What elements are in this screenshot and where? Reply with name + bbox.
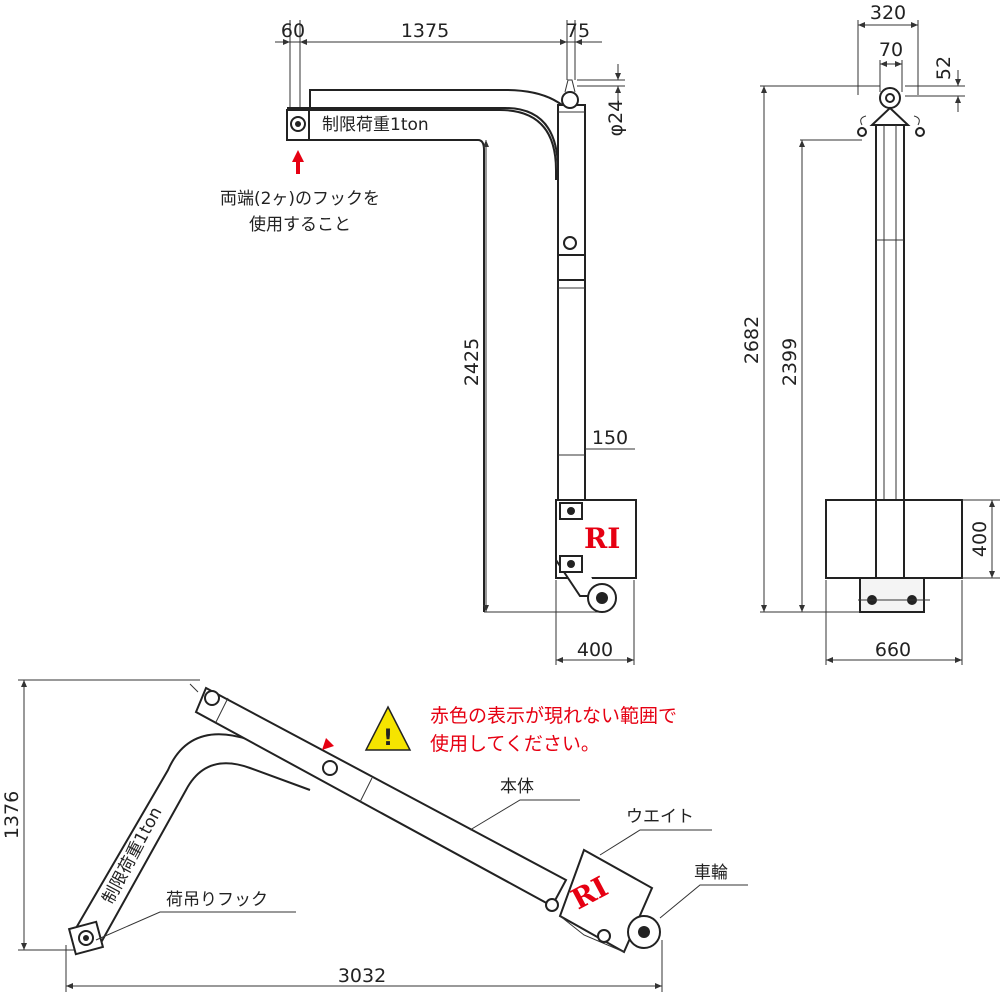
warning-symbol: ! [383, 726, 393, 751]
folded-length-dimension: 3032 [65, 940, 663, 992]
folded-body [189, 683, 568, 912]
hook-note-line1: 両端(2ヶ)のフックを [220, 189, 380, 209]
front-mast [857, 87, 925, 511]
beam-rating-label: 制限荷重1ton [322, 115, 429, 135]
dim-front-top: 320 [870, 2, 906, 24]
front-top-dimensions: 320 70 52 [857, 2, 965, 112]
hook-note-line2: 使用すること [249, 214, 351, 235]
dim-front-hook-height: 2399 [779, 338, 801, 386]
side-post-dimension: 150 [585, 427, 635, 450]
dim-tip-offset: 75 [566, 20, 590, 42]
warning-triangle-icon [364, 705, 412, 751]
warning-line1: 赤色の表示が現れない範囲で [430, 705, 677, 727]
dim-front-total-height: 2682 [741, 316, 763, 364]
dim-folded-length: 3032 [338, 965, 386, 987]
dim-side-height: 2425 [461, 338, 483, 386]
weight-label: ウエイト [626, 807, 694, 827]
folded-beam: 制限荷重1ton [67, 733, 331, 956]
indicator-arrow-icon [322, 728, 338, 750]
dim-folded-height: 1376 [1, 791, 23, 839]
side-weight: RI [555, 499, 637, 613]
dim-side-base: 400 [577, 639, 613, 661]
side-top-dimensions: 60 1375 75 [275, 20, 602, 112]
hook-note: 両端(2ヶ)のフックを 使用すること [220, 150, 380, 235]
dim-beam-length: 1375 [401, 20, 449, 42]
front-height-dimensions: 2682 2399 400 [741, 85, 1000, 613]
warning-note: ! 赤色の表示が現れない範囲で 使用してください。 [364, 705, 677, 755]
dim-post-width: 150 [592, 427, 628, 449]
side-pin-dimension: φ24 [577, 64, 627, 136]
dim-pin-dia: φ24 [605, 100, 627, 137]
body-label: 本体 [500, 777, 534, 797]
side-post [557, 79, 586, 501]
front-view: 320 70 52 [741, 2, 1000, 665]
folded-callouts: 本体 ウエイト 車輪 荷吊りフック [95, 777, 748, 941]
side-height-dimension: 2425 [461, 140, 600, 613]
dim-hook-offset: 60 [281, 20, 305, 42]
dim-front-weight-height: 400 [969, 521, 991, 557]
side-beam: 制限荷重1ton [286, 89, 586, 612]
side-base-dimension: 400 [555, 580, 635, 665]
side-view: 60 1375 75 φ24 制限荷重1ton 両端(2ヶ)のフックを 使用す [220, 20, 637, 665]
front-base-dimension: 660 [825, 580, 963, 665]
folded-weight: RI [558, 848, 661, 954]
side-logo: RI [584, 522, 620, 555]
hook-label: 荷吊りフック [166, 890, 268, 910]
front-weight [825, 499, 963, 613]
dim-front-center: 70 [879, 39, 903, 61]
dim-front-base: 660 [875, 639, 911, 661]
folded-view: 1376 3032 制限荷重1ton [1, 679, 748, 992]
wheel-label: 車輪 [694, 863, 728, 883]
dim-front-top-offset: 52 [933, 56, 955, 80]
hook-arrow-icon [292, 150, 304, 174]
warning-line2: 使用してください。 [430, 733, 600, 755]
folded-height-dimension: 1376 [1, 679, 200, 951]
